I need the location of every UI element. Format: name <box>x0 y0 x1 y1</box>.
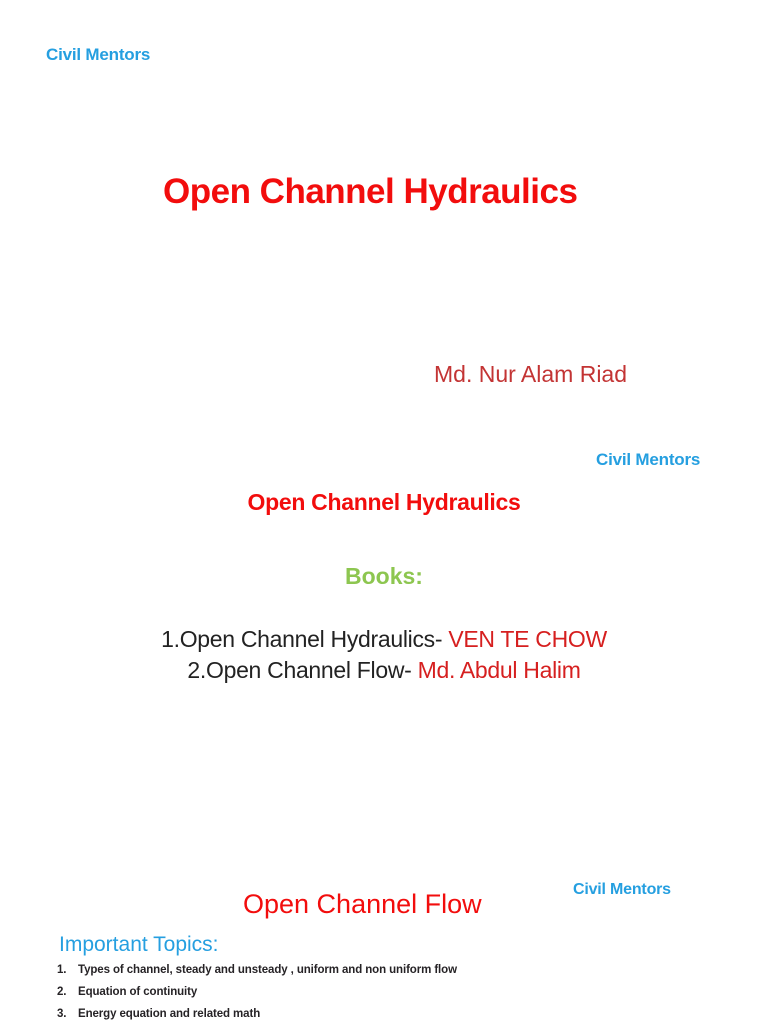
book-title: Open Channel Flow- <box>205 657 418 683</box>
book-list: 1.Open Channel Hydraulics- VEN TE CHOW 2… <box>0 624 768 686</box>
slide2-heading: Open Channel Hydraulics <box>247 489 521 515</box>
topic-number: 2. <box>57 986 67 998</box>
book-item: 2.Open Channel Flow- Md. Abdul Halim <box>0 655 768 686</box>
book-author: VEN TE CHOW <box>448 626 607 652</box>
book-item: 1.Open Channel Hydraulics- VEN TE CHOW <box>0 624 768 655</box>
brand-text-slide3: Civil Mentors <box>573 881 671 898</box>
topic-text: Equation of continuity <box>78 986 198 998</box>
important-topics-label: Important Topics: <box>59 933 219 956</box>
topic-text: Types of channel, steady and unsteady , … <box>78 964 457 976</box>
topic-item: 1. Types of channel, steady and unsteady … <box>57 963 457 977</box>
topic-number: 3. <box>57 1008 67 1020</box>
author-name: Md. Nur Alam Riad <box>434 361 628 387</box>
book-number: 1. <box>161 626 180 652</box>
brand-text-slide1: Civil Mentors <box>46 45 151 64</box>
topic-number: 1. <box>57 964 67 976</box>
books-label: Books: <box>345 563 423 589</box>
topics-list: 1. Types of channel, steady and unsteady … <box>57 963 457 1024</box>
slide1-title: Open Channel Hydraulics <box>163 172 578 211</box>
book-author: Md. Abdul Halim <box>417 657 581 683</box>
topic-item: 3. Energy equation and related math <box>57 1007 457 1021</box>
topic-text: Energy equation and related math <box>78 1008 261 1020</box>
topic-item: 2. Equation of continuity <box>57 985 457 999</box>
slide3-heading: Open Channel Flow <box>243 889 482 919</box>
book-number: 2. <box>187 657 206 683</box>
brand-text-slide2: Civil Mentors <box>596 450 701 469</box>
book-title: Open Channel Hydraulics- <box>179 626 449 652</box>
